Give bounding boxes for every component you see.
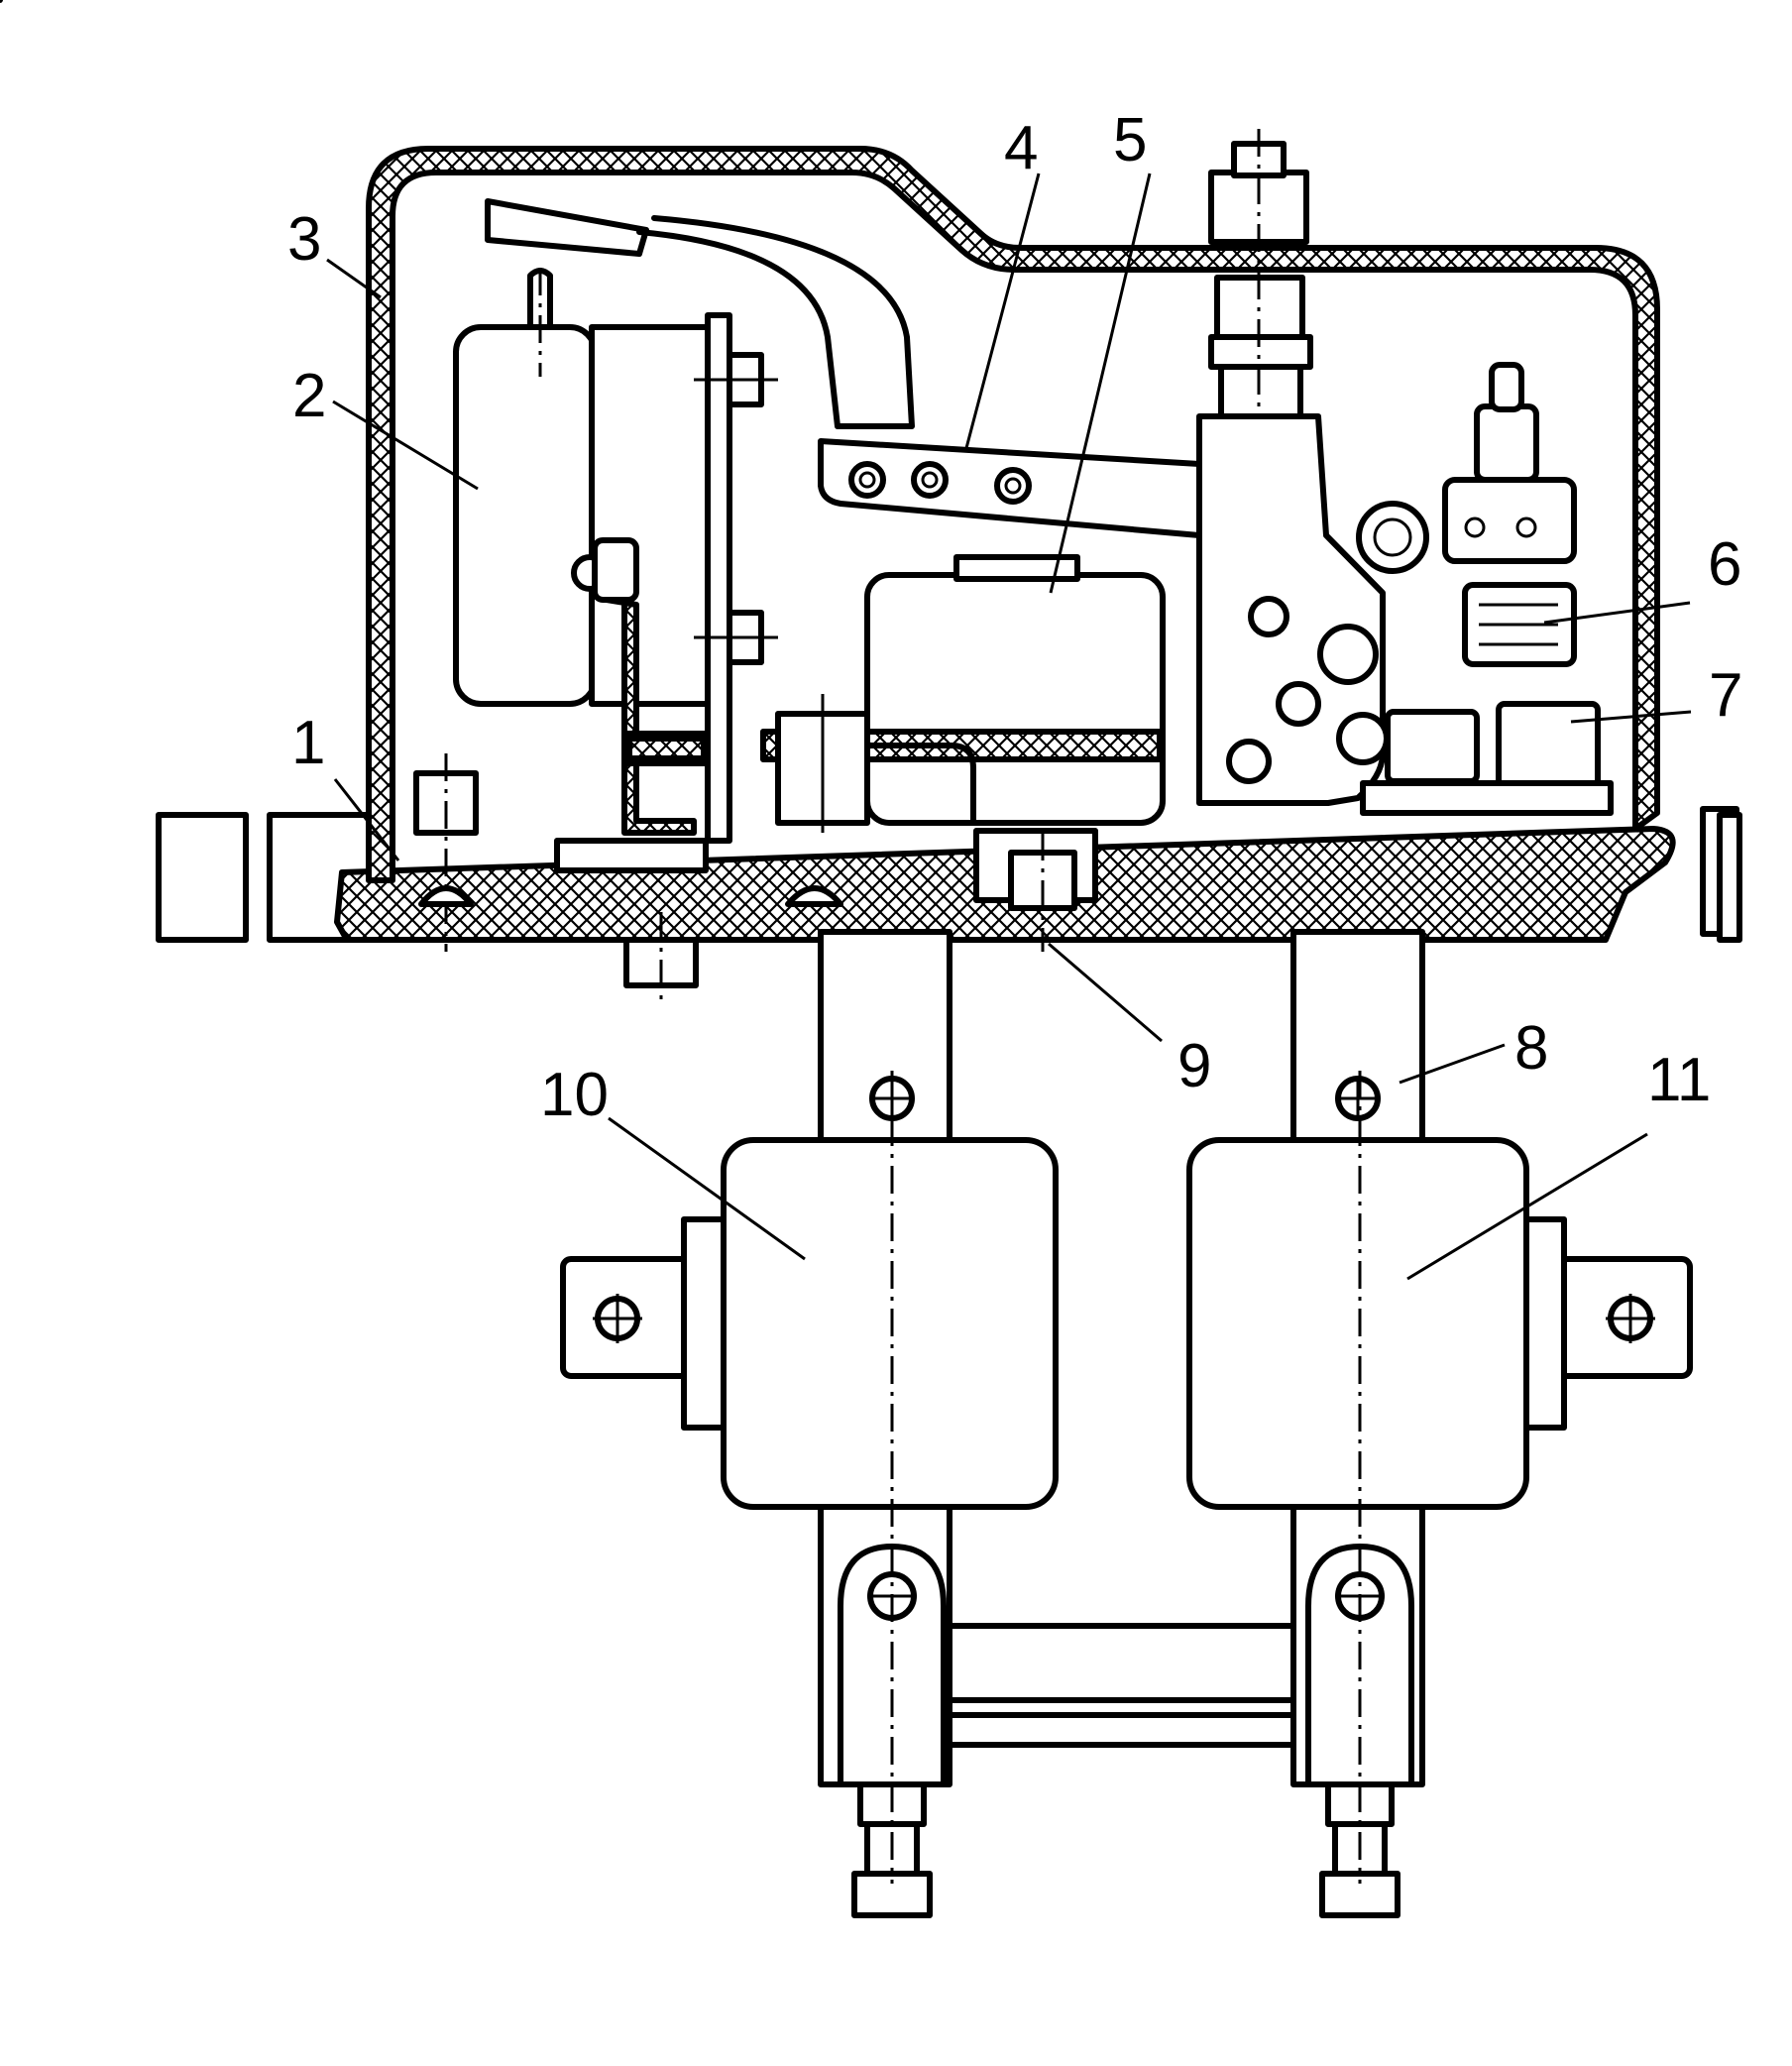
callout-4: 4 — [1004, 114, 1038, 182]
callout-5: 5 — [1113, 106, 1147, 174]
callout-9: 9 — [1177, 1032, 1211, 1100]
contact-arm — [818, 438, 1202, 538]
callout-7: 7 — [1709, 661, 1742, 730]
lower-coil-left — [560, 1137, 1059, 1510]
callout-2: 2 — [292, 362, 326, 430]
spring-bar — [760, 694, 1163, 833]
terminal-post — [0, 0, 1390, 806]
auxiliary-contact — [1356, 362, 1577, 667]
leader-lines — [326, 172, 1692, 1281]
base-bolts — [413, 753, 1077, 1001]
terminal-blocks — [1360, 701, 1614, 816]
left-coil — [453, 268, 724, 707]
callout-labels: 1 2 3 4 5 6 7 8 9 10 11 — [287, 106, 1742, 1129]
callout-1: 1 — [291, 709, 325, 777]
callout-6: 6 — [1708, 530, 1741, 599]
lower-lugs — [838, 1071, 1414, 1918]
callout-3: 3 — [287, 205, 321, 274]
callout-10: 10 — [540, 1061, 609, 1129]
arc-chute-box — [864, 554, 1166, 826]
base-plate — [156, 806, 1742, 943]
bracket — [554, 312, 778, 873]
lower-coil-right — [1186, 1137, 1693, 1510]
callout-8: 8 — [1514, 1014, 1548, 1083]
callout-11: 11 — [1647, 1046, 1711, 1114]
cover-shell — [366, 146, 1660, 883]
lever-handle — [485, 198, 915, 429]
